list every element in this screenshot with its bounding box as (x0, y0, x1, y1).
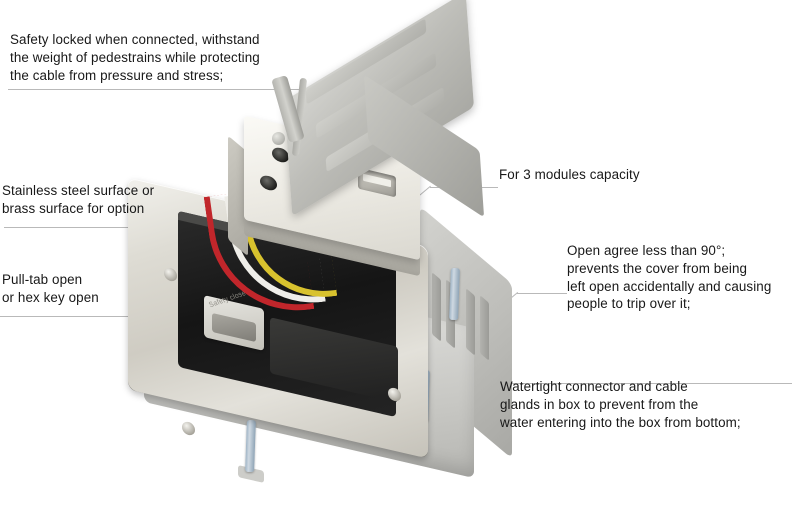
faceplate-screw (182, 420, 195, 437)
callout-surface-material: Stainless steel surface or brass surface… (2, 183, 155, 216)
product-illustration: Safety close USB Charger (120, 0, 550, 484)
height-adjustment-screw (245, 419, 256, 473)
lid-hinge-pin (272, 132, 285, 145)
leader-line-safety-lock (8, 89, 308, 90)
height-adjustment-screw (449, 267, 460, 321)
callout-open-angle: Open agree less than 90°; prevents the c… (567, 243, 772, 312)
box-rib-fin (480, 295, 489, 361)
leader-line-watertight (500, 383, 792, 384)
leader-line-surface-material (4, 227, 232, 228)
leader-line-open-method (0, 316, 185, 317)
callout-open-method: Pull-tab open or hex key open (2, 272, 99, 305)
callout-module-capacity: For 3 modules capacity (499, 167, 640, 182)
leader-line-open-angle (517, 293, 567, 294)
box-rib-fin (432, 272, 441, 342)
callout-watertight: Watertight connector and cable glands in… (500, 379, 741, 430)
callout-safety-lock: Safety locked when connected, withstand … (10, 32, 260, 83)
box-rib-fin (466, 288, 475, 356)
